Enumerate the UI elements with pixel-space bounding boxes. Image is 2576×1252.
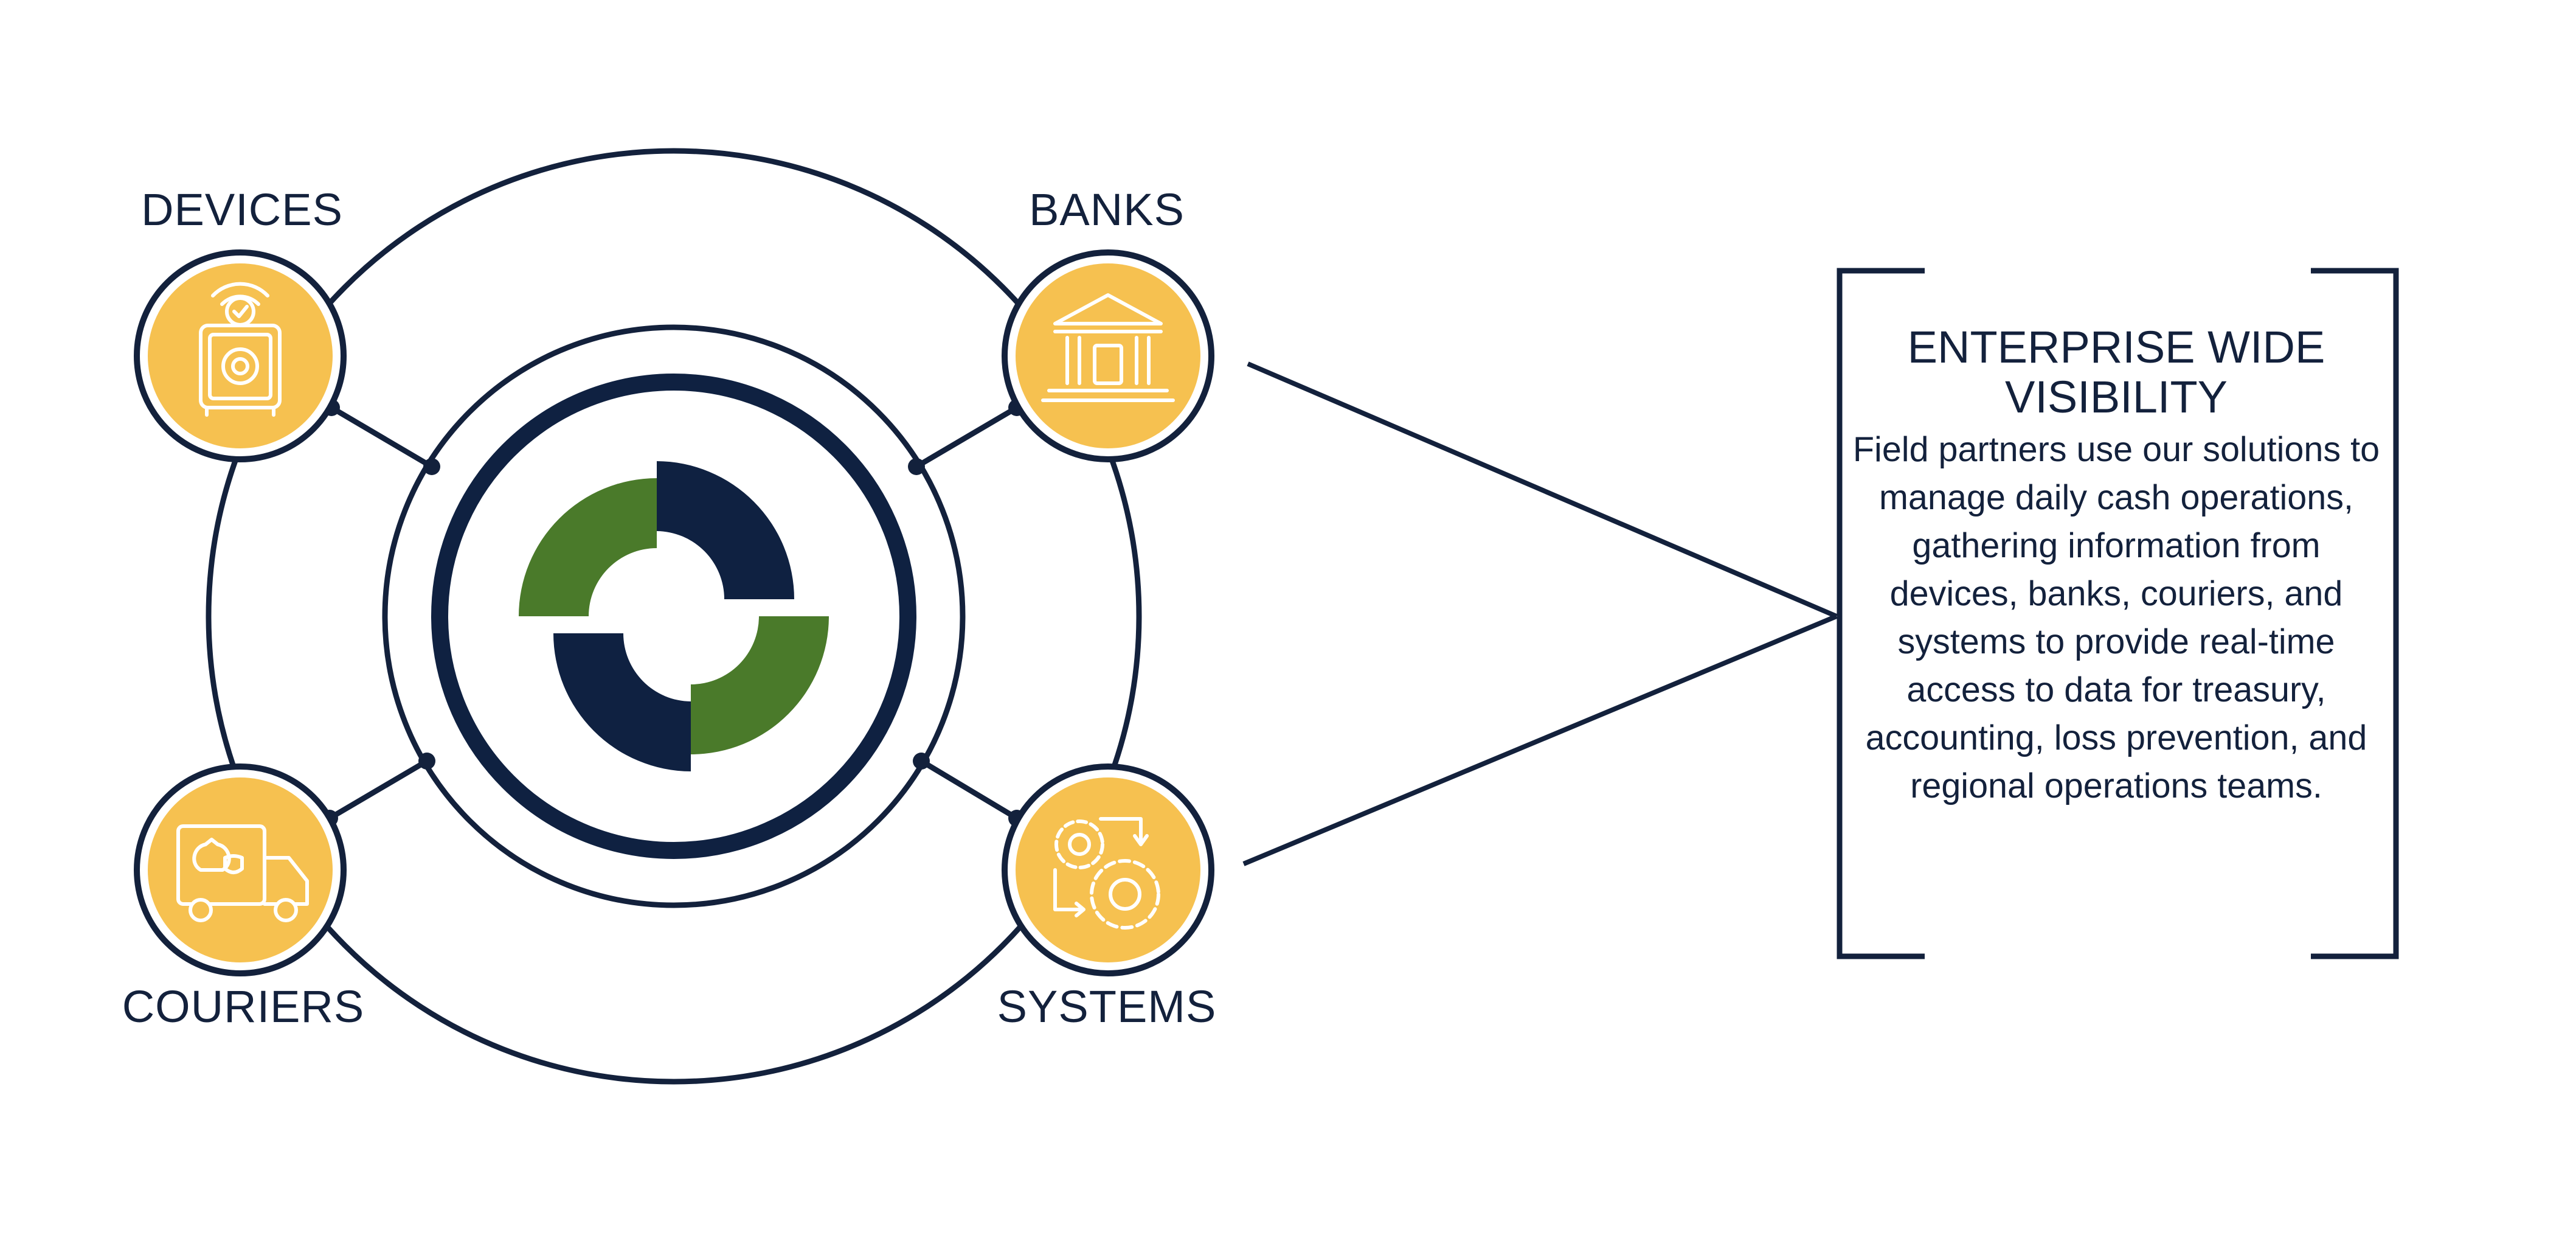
panel-title: ENTERPRISE WIDE VISIBILITY	[1907, 322, 2325, 422]
connector-systems	[919, 759, 1019, 821]
label-banks: BANKS	[1029, 184, 1185, 235]
node-banks	[1002, 249, 1214, 462]
panel-body: Field partners use our solutions to mana…	[1852, 430, 2380, 805]
junction-dot	[423, 458, 440, 475]
bracket-right	[2311, 268, 2399, 959]
middle-ring	[382, 324, 966, 908]
label-devices: DEVICES	[141, 184, 343, 235]
logo-icon	[519, 461, 829, 771]
gears-icon	[1053, 817, 1160, 930]
bracket-left	[1837, 268, 1925, 959]
junction-dot	[418, 753, 435, 770]
bank-icon	[1041, 293, 1175, 402]
node-couriers	[134, 763, 347, 976]
inner-ring	[431, 374, 916, 859]
label-couriers: COURIERS	[122, 981, 365, 1032]
connector-banks	[915, 405, 1019, 469]
safe-icon	[199, 282, 282, 417]
node-devices	[134, 249, 347, 462]
junction-dot	[908, 458, 925, 475]
outer-ring	[206, 148, 1142, 1085]
label-systems: SYSTEMS	[997, 981, 1217, 1032]
connector-couriers	[328, 759, 429, 821]
junction-dot	[913, 753, 930, 770]
connector-devices	[330, 405, 434, 469]
truck-icon	[176, 824, 309, 922]
pointer-line-bottom	[1242, 614, 1838, 866]
node-systems	[1002, 763, 1214, 976]
pointer-line-top	[1247, 361, 1838, 619]
